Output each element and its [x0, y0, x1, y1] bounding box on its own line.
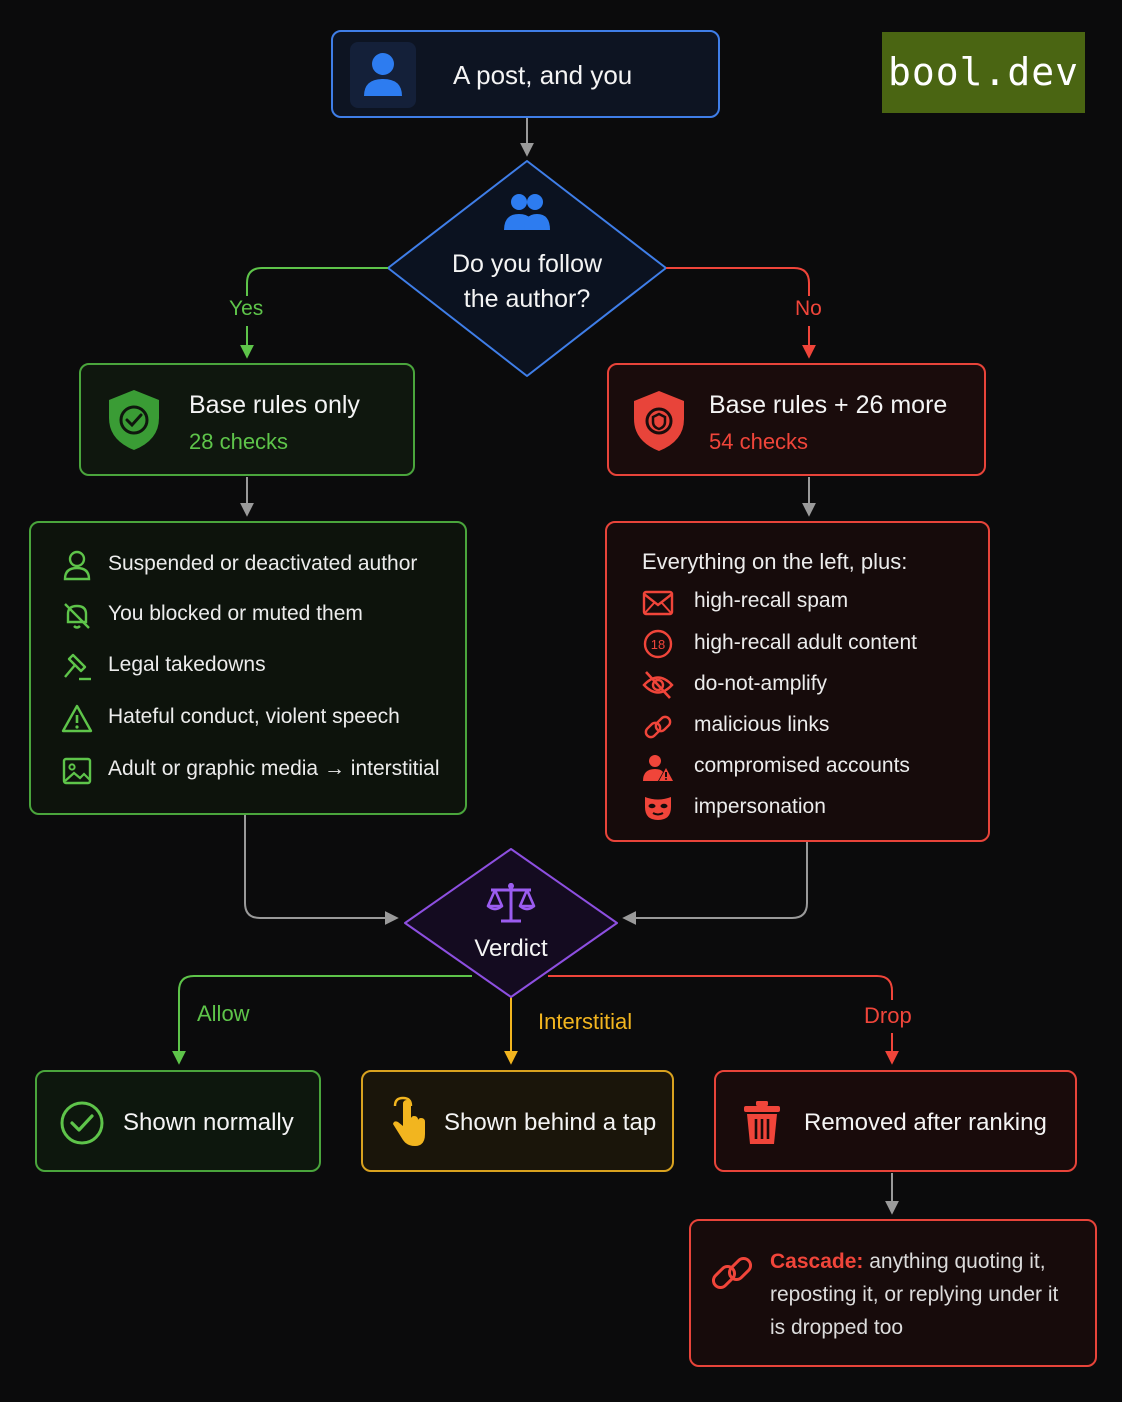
connector-drop: [548, 975, 893, 1000]
extended-rules-count: 54 checks: [709, 429, 809, 454]
cascade-text: Cascade: anything quoting it, reposting …: [770, 1245, 1058, 1344]
gavel-icon: [61, 651, 93, 688]
verdict-label: Verdict: [474, 935, 548, 962]
outcome-drop: Removed after ranking: [714, 1070, 1077, 1172]
decision-line-1: Do you follow: [451, 250, 603, 278]
start-label: A post, and you: [453, 60, 633, 90]
list-item: impersonation: [694, 795, 826, 818]
list-item: Hateful conduct, violent speech: [108, 705, 400, 728]
logo-text: bool.dev: [887, 50, 1080, 94]
tap-icon: [389, 1096, 429, 1153]
cascade-line-1: anything quoting it,: [869, 1250, 1046, 1273]
connector-allow: [172, 975, 472, 1065]
yes-label: Yes: [229, 297, 264, 320]
extended-rules-title: Base rules + 26 more: [709, 391, 948, 419]
trash-icon: [742, 1100, 782, 1151]
image-icon: [61, 755, 93, 792]
decision-line-2: the author?: [463, 285, 591, 313]
list-item: high-recall adult content: [694, 631, 917, 654]
cascade-line-3: is dropped too: [770, 1316, 904, 1339]
start-node: A post, and you: [331, 30, 720, 118]
outcome-drop-label: Removed after ranking: [804, 1109, 1047, 1136]
list-item: high-recall spam: [694, 589, 849, 612]
outcome-allow-label: Shown normally: [123, 1109, 294, 1136]
list-item: You blocked or muted them: [108, 602, 363, 625]
list-item: malicious links: [694, 713, 830, 736]
connector-yes: [246, 267, 388, 296]
interstitial-label: Interstitial: [538, 1009, 633, 1034]
link-icon: [709, 1250, 755, 1301]
list-item: compromised accounts: [694, 754, 910, 777]
bell-off-icon: [61, 600, 93, 637]
user-icon: [350, 42, 416, 108]
base-rules-list: Suspended or deactivated author You bloc…: [29, 521, 467, 815]
users-icon: [502, 192, 552, 232]
base-rules-title: Base rules only: [189, 391, 360, 419]
base-rules-count: 28 checks: [189, 429, 289, 454]
extended-rules-list: Everything on the left, plus: high-recal…: [605, 521, 990, 842]
connector-left-list-verdict: [244, 815, 399, 925]
list-item: Suspended or deactivated author: [108, 552, 418, 575]
bool-dev-logo: bool.dev: [882, 32, 1085, 113]
user-icon: [61, 549, 93, 586]
cascade-line-2: reposting it, or replying under it: [770, 1283, 1059, 1306]
shield-alert-icon: [632, 389, 686, 458]
list-item: Legal takedowns: [108, 653, 266, 676]
user-alert-icon: [642, 752, 674, 789]
age-18-icon: 18: [642, 628, 674, 665]
outcome-interstitial: Shown behind a tap: [361, 1070, 674, 1172]
decision-diamond: [387, 160, 667, 377]
connector-no: [666, 267, 810, 296]
list-item: Adult or graphic media → interstitial: [108, 757, 440, 780]
scales-icon: [485, 880, 537, 926]
base-rules-box: Base rules only 28 checks: [79, 363, 415, 476]
shield-check-icon: [107, 388, 161, 457]
outcome-interstitial-label: Shown behind a tap: [444, 1109, 657, 1136]
mask-icon: [642, 793, 674, 828]
warning-icon: [61, 703, 93, 740]
allow-label: Allow: [197, 1001, 250, 1026]
extended-list-header: Everything on the left, plus:: [642, 549, 908, 574]
svg-text:18: 18: [651, 637, 665, 652]
drop-label: Drop: [864, 1003, 912, 1028]
connector-right-list-verdict: [622, 842, 808, 925]
mail-icon: [642, 589, 674, 622]
cascade-note: Cascade: anything quoting it, reposting …: [689, 1219, 1097, 1367]
no-label: No: [795, 297, 822, 320]
eye-off-icon: [642, 670, 674, 705]
extended-rules-box: Base rules + 26 more 54 checks: [607, 363, 986, 476]
cascade-lead: Cascade:: [770, 1250, 864, 1273]
verdict-diamond: [404, 848, 618, 998]
check-circle-icon: [59, 1100, 105, 1151]
outcome-allow: Shown normally: [35, 1070, 321, 1172]
list-item: do-not-amplify: [694, 672, 828, 695]
link-icon: [642, 711, 674, 748]
